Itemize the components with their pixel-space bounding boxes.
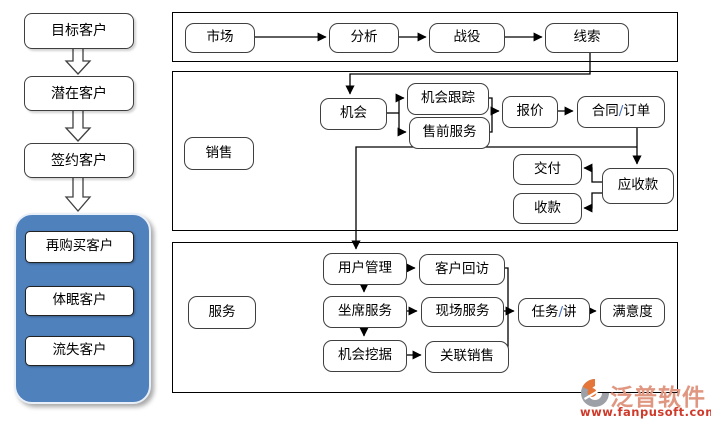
node-opportunity: 机会 [320,98,387,130]
node-presale-service: 售前服务 [409,117,490,149]
node-satisfaction: 满意度 [600,298,665,327]
node-customer-return-visit: 客户回访 [419,254,505,285]
vendor-logo[interactable]: 泛普软件 [580,378,706,412]
node-cross-selling: 关联销售 [425,341,509,373]
contract-slash: / [618,103,624,120]
sales-panel-label: 销售 [184,137,254,170]
task-text: 任务 [531,303,559,320]
funnel-stage-target-customers: 目标客户 [24,13,134,49]
cohort-lost-customers: 流失客户 [25,336,134,366]
node-delivery: 交付 [513,154,582,185]
node-campaign: 战役 [429,23,505,53]
cohort-rebuy-customers: 再购买客户 [25,231,134,263]
funnel-stage-signed-customers: 签约客户 [24,143,134,178]
funnel-arrows [64,47,92,212]
node-contract-order: 合同/订单 [577,96,665,128]
node-task: 任务/讲 [518,298,590,327]
node-analysis: 分析 [329,23,399,53]
node-collection: 收款 [513,193,582,224]
node-agent-service: 坐席服务 [323,296,407,328]
fanpu-logo-icon [581,379,609,407]
vendor-url[interactable]: www.fanpusoft.com [580,405,711,419]
task-text-2: 讲 [563,303,577,320]
node-onsite-service: 现场服务 [421,297,504,327]
order-text: 订单 [623,103,651,120]
node-user-management: 用户管理 [323,253,407,285]
node-market: 市场 [185,23,255,53]
node-opportunity-tracking: 机会跟踪 [407,83,489,115]
node-leads: 线索 [545,23,629,53]
vendor-name: 泛普软件 [610,385,706,411]
task-slash: / [558,303,564,320]
service-panel-label: 服务 [188,296,256,329]
contract-text: 合同 [591,103,619,120]
node-opportunity-mining: 机会挖据 [323,340,407,372]
node-quotation: 报价 [502,96,558,128]
cohort-dormant-customers: 体眠客户 [25,286,134,316]
funnel-stage-potential-customers: 潜在客户 [24,76,134,111]
node-receivables: 应收款 [602,168,674,204]
